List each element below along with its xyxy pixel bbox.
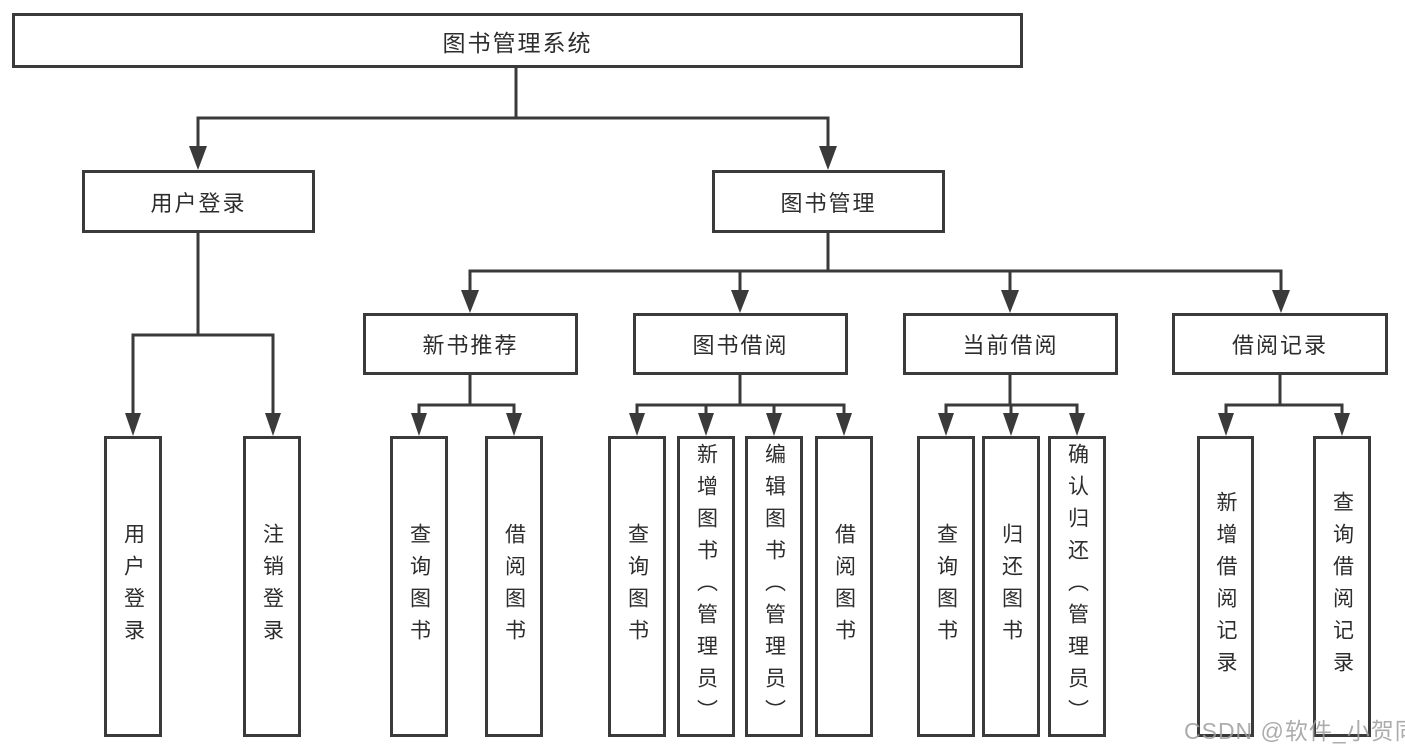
leaf-logout-label: 注销登录 (260, 522, 284, 651)
node-borrow-record: 借阅记录 (1172, 313, 1388, 375)
leaf-query-books-3: 查询图书 (917, 436, 975, 737)
leaf-edit-book-admin: 编辑图书（管理员） (745, 436, 803, 737)
node-root-label: 图书管理系统 (442, 29, 593, 56)
leaf-borrow-books-1-label: 借阅图书 (502, 522, 526, 651)
leaf-user-login: 用户登录 (104, 436, 162, 737)
leaf-add-borrow-record: 新增借阅记录 (1197, 436, 1254, 737)
node-current-borrow-label: 当前借阅 (962, 333, 1059, 358)
leaf-edit-book-admin-label: 编辑图书（管理员） (762, 442, 786, 731)
arrowheads (125, 146, 1350, 436)
leaf-confirm-return-admin-label: 确认归还（管理员） (1065, 442, 1089, 731)
csdn-watermark: CSDN @软件_小贺同学 (1184, 718, 1405, 744)
leaf-query-books-2: 查询图书 (608, 436, 666, 737)
leaf-borrow-books-2-label: 借阅图书 (832, 522, 856, 651)
leaf-query-books-1: 查询图书 (390, 436, 448, 737)
node-user-login-label: 用户登录 (150, 190, 247, 216)
leaf-query-books-1-label: 查询图书 (407, 522, 431, 651)
leaf-return-book: 归还图书 (982, 436, 1040, 737)
leaf-query-books-3-label: 查询图书 (934, 522, 958, 651)
leaf-query-borrow-record: 查询借阅记录 (1313, 436, 1371, 737)
leaf-query-books-2-label: 查询图书 (625, 522, 649, 651)
node-new-book-recommend: 新书推荐 (363, 313, 578, 375)
leaf-return-book-label: 归还图书 (999, 522, 1023, 651)
leaf-borrow-books-1: 借阅图书 (485, 436, 543, 737)
node-new-book-recommend-label: 新书推荐 (422, 333, 519, 358)
node-current-borrow: 当前借阅 (903, 313, 1118, 375)
leaf-add-book-admin: 新增图书（管理员） (677, 436, 735, 737)
leaf-user-login-label: 用户登录 (121, 522, 145, 651)
node-borrow-record-label: 借阅记录 (1231, 333, 1328, 358)
leaf-confirm-return-admin: 确认归还（管理员） (1048, 436, 1106, 737)
leaf-add-borrow-record-label: 新增借阅记录 (1214, 490, 1237, 683)
node-root: 图书管理系统 (12, 13, 1023, 68)
node-book-borrow: 图书借阅 (633, 313, 848, 375)
node-book-borrow-label: 图书借阅 (692, 333, 789, 358)
node-book-management: 图书管理 (712, 170, 945, 233)
node-user-login: 用户登录 (82, 170, 315, 233)
leaf-logout: 注销登录 (243, 436, 301, 737)
node-book-management-label: 图书管理 (780, 190, 877, 216)
leaf-add-book-admin-label: 新增图书（管理员） (694, 442, 718, 731)
leaf-query-borrow-record-label: 查询借阅记录 (1330, 490, 1354, 683)
leaf-borrow-books-2: 借阅图书 (815, 436, 873, 737)
